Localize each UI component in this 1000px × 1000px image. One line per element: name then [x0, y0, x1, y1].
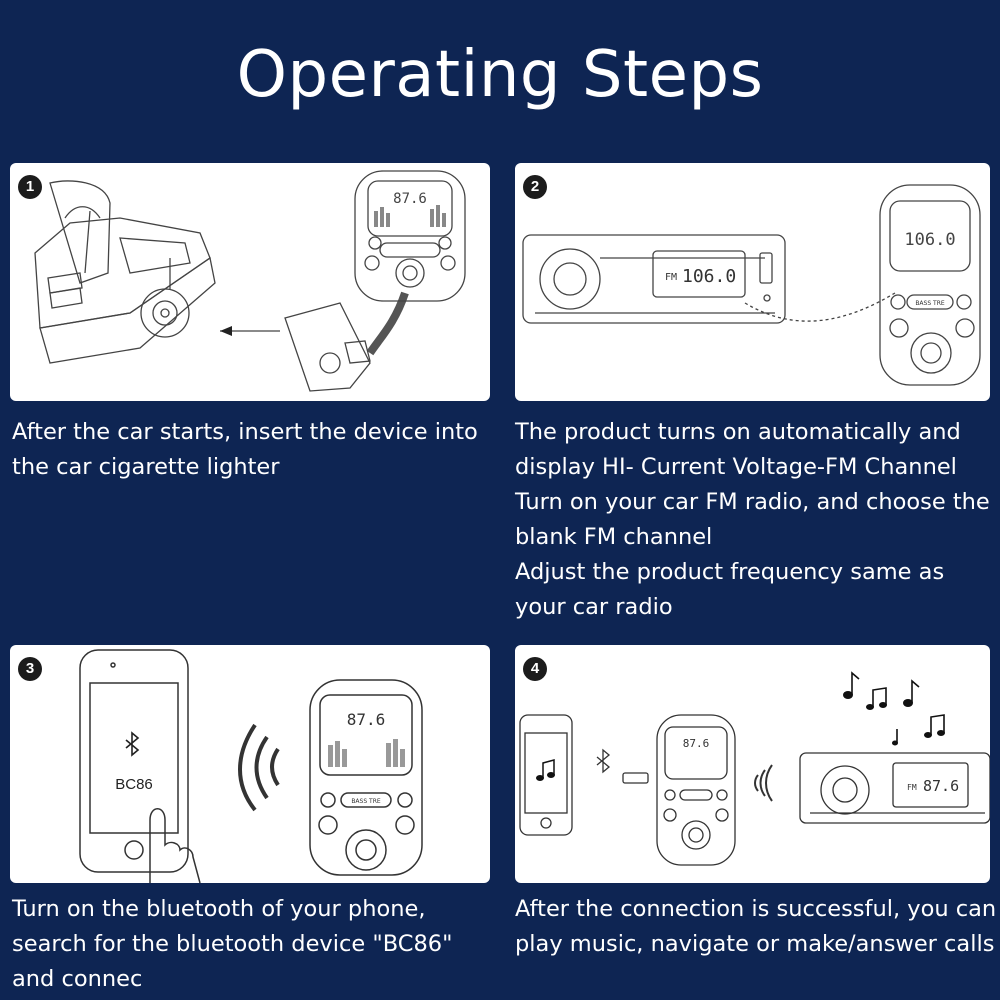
step-2-panel: FM 106.0 106.0 BASS TRE 2 — [515, 163, 990, 401]
step-1-panel: 87.6 1 — [10, 163, 490, 401]
caption-line: search for the bluetooth device "BC86" — [12, 931, 453, 957]
page-title: Operating Steps — [236, 38, 764, 112]
step-2-radio-frequency: 106.0 — [682, 266, 736, 287]
caption-line: play music, navigate or make/answer call… — [515, 931, 995, 957]
caption-line: your car radio — [515, 594, 673, 620]
caption-line: Adjust the product frequency same as — [515, 559, 945, 585]
step-1-device-display: 87.6 — [393, 191, 427, 207]
caption-line: display HI- Current Voltage-FM Channel — [515, 454, 957, 480]
step-3-phone-label: BC86 — [115, 776, 153, 793]
caption-line: After the connection is successful, you … — [515, 896, 997, 922]
step-1-illustration: 87.6 — [34, 170, 466, 392]
step-3-panel: BC86 87.6 BASS TRE 3 — [10, 645, 490, 883]
caption-line: Turn on the bluetooth of your phone, — [12, 896, 426, 922]
step-3-caption: Turn on the bluetooth of your phone, sea… — [12, 892, 492, 997]
step-1-badge: 1 — [18, 175, 42, 199]
step-2-illustration: FM 106.0 106.0 BASS TRE — [522, 184, 981, 386]
step-2-badge: 2 — [523, 175, 547, 199]
step-3-badge: 3 — [18, 657, 42, 681]
step-4-radio-band: FM — [907, 783, 917, 792]
step-4-illustration: 87.6 FM 87.6 — [519, 671, 990, 866]
step-3-device-display: 87.6 — [347, 710, 386, 729]
step-4-radio-frequency: 87.6 — [923, 777, 959, 795]
caption-line: and connec — [12, 966, 143, 992]
step-2-device-display: 106.0 — [904, 230, 955, 250]
step-2-bass-treble-label: BASS TRE — [915, 300, 945, 307]
caption-line: blank FM channel — [515, 524, 713, 550]
step-1-caption: After the car starts, insert the device … — [12, 415, 492, 485]
step-3-bass-treble-label: BASS TRE — [351, 798, 381, 805]
step-4-caption: After the connection is successful, you … — [515, 892, 997, 962]
caption-line: Turn on your car FM radio, and choose th… — [515, 489, 990, 515]
caption-line: The product turns on automatically and — [515, 419, 961, 445]
step-2-radio-band: FM — [665, 272, 677, 283]
step-4-badge: 4 — [523, 657, 547, 681]
step-3-illustration: BC86 87.6 BASS TRE — [79, 649, 423, 883]
step-4-panel: 87.6 FM 87.6 4 — [515, 645, 990, 883]
step-4-device-display: 87.6 — [683, 737, 710, 750]
step-2-caption: The product turns on automatically and d… — [515, 415, 995, 625]
caption-line: After the car starts, insert the device … — [12, 419, 478, 445]
caption-line: the car cigarette lighter — [12, 454, 280, 480]
